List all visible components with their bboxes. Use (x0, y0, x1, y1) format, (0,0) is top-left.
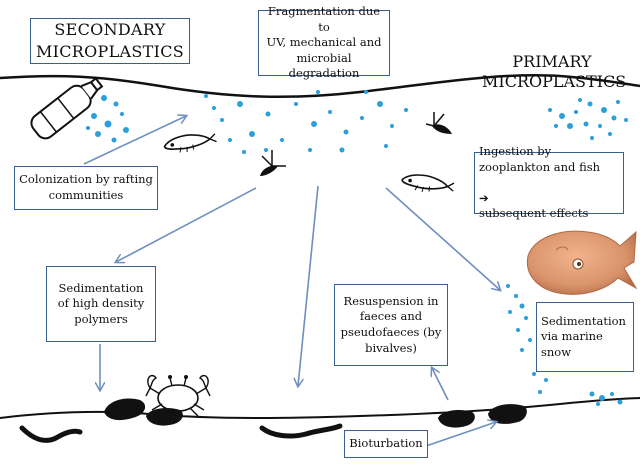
microplastic-particle (328, 110, 332, 114)
microplastic-particle (578, 98, 582, 102)
microplastic-particle (544, 378, 548, 382)
microplastic-particle (311, 121, 317, 127)
microplastic-particle (228, 138, 232, 142)
microplastic-particle (220, 118, 224, 122)
microplastic-particle (590, 136, 594, 140)
sedimentation-marine-snow-box: Sedimentation via marine snow (536, 302, 634, 372)
microplastic-particle (598, 124, 602, 128)
ingestion-text: Ingestion by zooplankton and fish (479, 144, 601, 174)
microplastic-particle (589, 391, 595, 397)
microplastic-particle (528, 338, 532, 342)
microplastic-particle (610, 392, 614, 396)
worm-icon (19, 423, 343, 443)
microplastic-particle (120, 112, 124, 116)
microplastic-particle (390, 124, 394, 128)
microplastic-particle (237, 101, 243, 107)
arrow-icon (425, 422, 496, 447)
microplastic-particle (514, 294, 518, 298)
bioturbation-box: Bioturbation (344, 430, 428, 458)
microplastic-particle (343, 129, 349, 135)
microplastic-particle (294, 102, 298, 106)
microplastic-particle (212, 106, 216, 110)
microplastic-particle (616, 100, 620, 104)
process-arrows (83, 116, 500, 447)
microplastic-particle (554, 124, 558, 128)
microplastic-particle (113, 101, 119, 107)
microplastic-particle (624, 118, 628, 122)
arrow-icon (385, 187, 500, 290)
microplastic-particle (308, 148, 312, 152)
microplastic-particle (360, 116, 364, 120)
microplastic-particle (611, 115, 617, 121)
microplastic-particle (364, 90, 368, 94)
microplastic-particle (587, 101, 593, 107)
microplastic-particle (249, 131, 255, 137)
microplastic-particle (519, 303, 525, 309)
arrow-icon (83, 116, 186, 165)
arrow-icon (432, 368, 449, 401)
microplastic-particle (242, 150, 246, 154)
microplastic-particle (596, 402, 600, 406)
microplastic-particle (599, 395, 605, 401)
microplastic-particle (506, 284, 510, 288)
microplastic-particle (559, 113, 565, 119)
copepod-icon (425, 112, 452, 134)
microplastic-particle (574, 110, 578, 114)
secondary-microplastics-label: SECONDARY MICROPLASTICS (30, 18, 190, 64)
microplastic-particle (516, 328, 520, 332)
fragmentation-box: Fragmentation due to UV, mechanical and … (258, 4, 390, 80)
microplastic-particle (524, 316, 528, 320)
microplastic-particle (617, 399, 623, 405)
microplastic-particle (264, 148, 268, 152)
microplastic-particle (91, 113, 97, 119)
copepod-icon (260, 150, 286, 176)
microplastic-particle (384, 144, 388, 148)
microplastic-particle (104, 120, 112, 128)
microplastic-particle (204, 94, 208, 98)
primary-microplastics-label: PRIMARY MICROPLASTICS (482, 52, 627, 91)
microplastic-particle (123, 127, 129, 133)
microplastic-particle (95, 131, 101, 137)
microplastic-particle (583, 121, 589, 127)
zooplankton-icon (401, 174, 455, 192)
microplastic-particle (601, 107, 607, 113)
microplastic-particle (548, 108, 552, 112)
microplastic-particle (532, 372, 536, 376)
microplastic-particle (111, 137, 117, 143)
microplastic-particle (404, 108, 408, 112)
fish-icon (526, 230, 638, 295)
microplastic-particle (520, 348, 524, 352)
ingestion-box: Ingestion by zooplankton and fish ➔ subs… (474, 144, 624, 220)
microplastic-particle (567, 123, 573, 129)
arrow-icon (298, 185, 319, 386)
plastic-bottle-icon (30, 77, 104, 140)
sedimentation-high-density-box: Sedimentation of high density polymers (46, 266, 156, 342)
microplastic-particle (316, 90, 320, 94)
microplastic-particle (608, 132, 612, 136)
microplastic-particle (538, 390, 542, 394)
resuspension-box: Resuspension in faeces and pseudofaeces … (334, 284, 448, 366)
arrow-right-icon: ➔ (479, 190, 489, 205)
microplastic-particle (377, 101, 383, 107)
microplastic-particle (339, 147, 345, 153)
seabed-line (0, 397, 640, 419)
microplastic-particle (280, 138, 284, 142)
microplastic-particle (101, 95, 107, 101)
bivalve-icon (104, 398, 527, 428)
microplastic-particle (86, 126, 90, 130)
microplastic-particle (508, 310, 512, 314)
zooplankton-icon (163, 133, 217, 153)
colonization-box: Colonization by rafting communities (14, 166, 158, 210)
microplastic-particle (265, 111, 271, 117)
subsequent-effects-text: subsequent effects (479, 206, 589, 221)
sea-surface-line (0, 73, 640, 99)
arrow-icon (116, 187, 257, 262)
